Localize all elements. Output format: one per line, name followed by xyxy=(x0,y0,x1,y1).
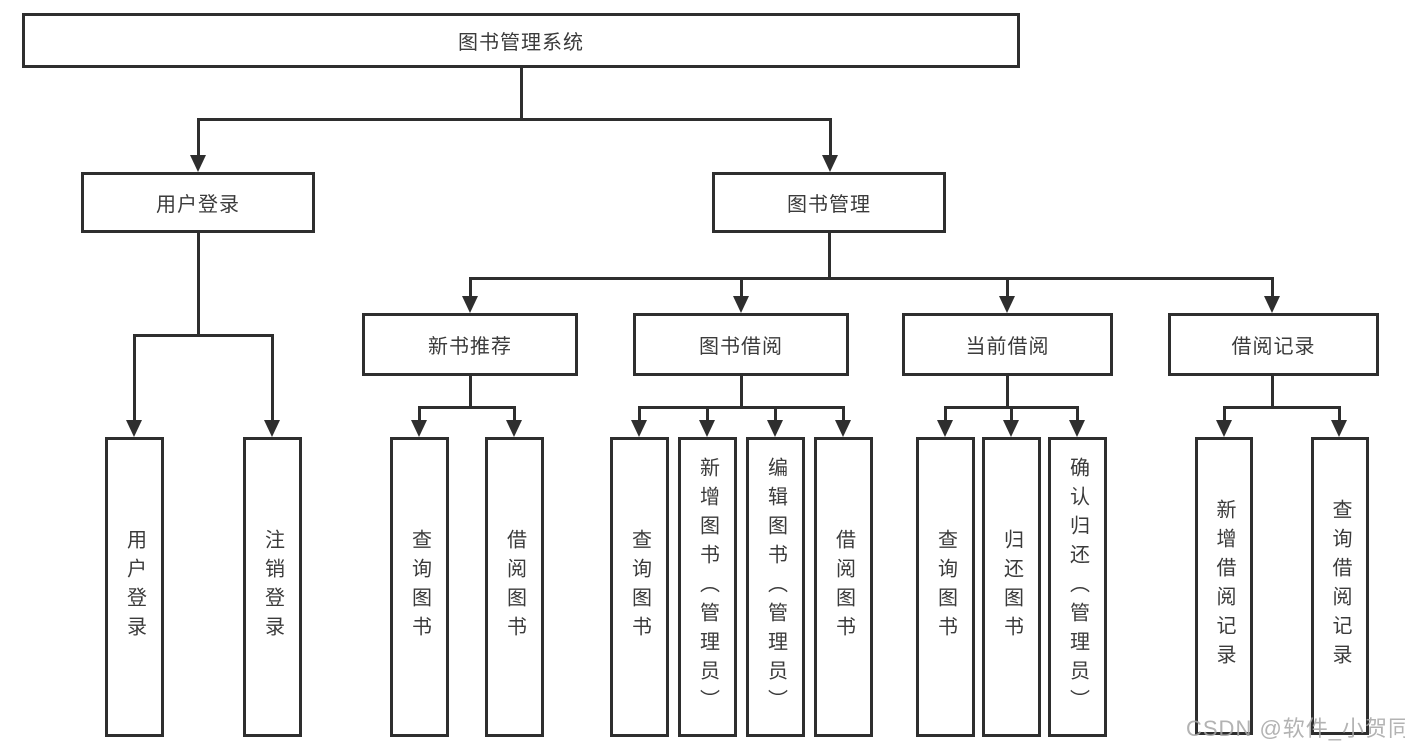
arrow-down-icon xyxy=(937,420,953,437)
arrow-down-icon xyxy=(1331,420,1347,437)
leaf-borrow-editbook: 编辑图书（管理员） xyxy=(746,437,805,737)
node-borrow-record: 借阅记录 xyxy=(1168,313,1379,376)
leaf-borrow-book-label: 借阅图书 xyxy=(832,529,855,645)
connector-line xyxy=(418,406,516,409)
leaf-current-return-label: 归还图书 xyxy=(1000,529,1023,645)
connector-line xyxy=(520,66,523,120)
arrow-down-icon xyxy=(506,420,522,437)
arrow-down-icon xyxy=(822,155,838,172)
leaf-current-query-label: 查询图书 xyxy=(934,529,957,645)
connector-line xyxy=(1010,406,1013,422)
connector-line xyxy=(740,277,743,299)
arrow-down-icon xyxy=(462,296,478,313)
leaf-current-confirm-return: 确认归还（管理员） xyxy=(1048,437,1107,737)
node-book-management-label: 图书管理 xyxy=(787,194,871,216)
connector-line xyxy=(842,406,845,422)
arrow-down-icon xyxy=(699,420,715,437)
node-user-login: 用户登录 xyxy=(81,172,315,233)
connector-line xyxy=(774,406,777,422)
node-new-book-recommend-label: 新书推荐 xyxy=(428,336,512,358)
connector-line xyxy=(638,406,845,409)
connector-line xyxy=(1223,406,1340,409)
node-book-borrow-label: 图书借阅 xyxy=(699,336,783,358)
leaf-borrow-addbook-label: 新增图书（管理员） xyxy=(696,456,719,718)
connector-line xyxy=(1338,406,1341,422)
node-borrow-record-label: 借阅记录 xyxy=(1231,336,1316,358)
leaf-record-add: 新增借阅记录 xyxy=(1195,437,1253,735)
leaf-user-login-label: 用户登录 xyxy=(123,529,146,645)
connector-line xyxy=(197,118,200,158)
leaf-current-query: 查询图书 xyxy=(916,437,975,737)
leaf-borrow-editbook-label: 编辑图书（管理员） xyxy=(764,456,787,718)
node-book-borrow: 图书借阅 xyxy=(633,313,849,376)
leaf-current-confirm-return-label: 确认归还（管理员） xyxy=(1066,456,1089,718)
leaf-logout: 注销登录 xyxy=(243,437,302,737)
arrow-down-icon xyxy=(835,420,851,437)
connector-line xyxy=(828,233,831,279)
node-library-system-label: 图书管理系统 xyxy=(458,32,584,54)
connector-line xyxy=(418,406,421,422)
leaf-logout-label: 注销登录 xyxy=(261,529,284,645)
connector-line xyxy=(469,376,472,408)
arrow-down-icon xyxy=(631,420,647,437)
node-current-borrow-label: 当前借阅 xyxy=(965,336,1050,358)
node-user-login-label: 用户登录 xyxy=(156,194,240,216)
arrow-down-icon xyxy=(411,420,427,437)
node-new-book-recommend: 新书推荐 xyxy=(362,313,578,376)
arrow-down-icon xyxy=(1069,420,1085,437)
csdn-watermark: CSDN @软件_小贺同学 xyxy=(1186,716,1405,741)
connector-line xyxy=(469,277,472,299)
connector-line xyxy=(197,233,200,336)
arrow-down-icon xyxy=(733,296,749,313)
node-library-system: 图书管理系统 xyxy=(22,13,1020,68)
connector-line xyxy=(1271,376,1274,408)
connector-line xyxy=(1006,277,1009,299)
connector-line xyxy=(638,406,641,422)
connector-line xyxy=(1271,277,1274,299)
leaf-record-query-label: 查询借阅记录 xyxy=(1329,499,1351,673)
arrow-down-icon xyxy=(1216,420,1232,437)
arrow-down-icon xyxy=(1003,420,1019,437)
leaf-newbook-borrow: 借阅图书 xyxy=(485,437,544,737)
arrow-down-icon xyxy=(190,155,206,172)
connector-line xyxy=(706,406,709,422)
connector-line xyxy=(1006,376,1009,408)
connector-line xyxy=(271,334,274,422)
connector-line xyxy=(829,118,832,158)
node-book-management: 图书管理 xyxy=(712,172,946,233)
leaf-user-login: 用户登录 xyxy=(105,437,164,737)
arrow-down-icon xyxy=(1264,296,1280,313)
connector-line xyxy=(944,406,947,422)
arrow-down-icon xyxy=(999,296,1015,313)
leaf-newbook-query-label: 查询图书 xyxy=(408,529,431,645)
connector-line xyxy=(740,376,743,408)
arrow-down-icon xyxy=(264,420,280,437)
node-current-borrow: 当前借阅 xyxy=(902,313,1113,376)
connector-line xyxy=(133,334,274,337)
leaf-borrow-query-label: 查询图书 xyxy=(628,529,651,645)
arrow-down-icon xyxy=(767,420,783,437)
leaf-borrow-query: 查询图书 xyxy=(610,437,669,737)
connector-line xyxy=(1223,406,1226,422)
connector-line xyxy=(133,334,136,422)
connector-line xyxy=(1076,406,1079,422)
arrow-down-icon xyxy=(126,420,142,437)
leaf-borrow-book: 借阅图书 xyxy=(814,437,873,737)
connector-line xyxy=(469,277,1274,280)
connector-line xyxy=(513,406,516,422)
leaf-current-return: 归还图书 xyxy=(982,437,1041,737)
leaf-newbook-query: 查询图书 xyxy=(390,437,449,737)
leaf-record-add-label: 新增借阅记录 xyxy=(1213,499,1235,673)
leaf-record-query: 查询借阅记录 xyxy=(1311,437,1369,735)
connector-line xyxy=(197,118,832,121)
leaf-borrow-addbook: 新增图书（管理员） xyxy=(678,437,737,737)
leaf-newbook-borrow-label: 借阅图书 xyxy=(503,529,526,645)
